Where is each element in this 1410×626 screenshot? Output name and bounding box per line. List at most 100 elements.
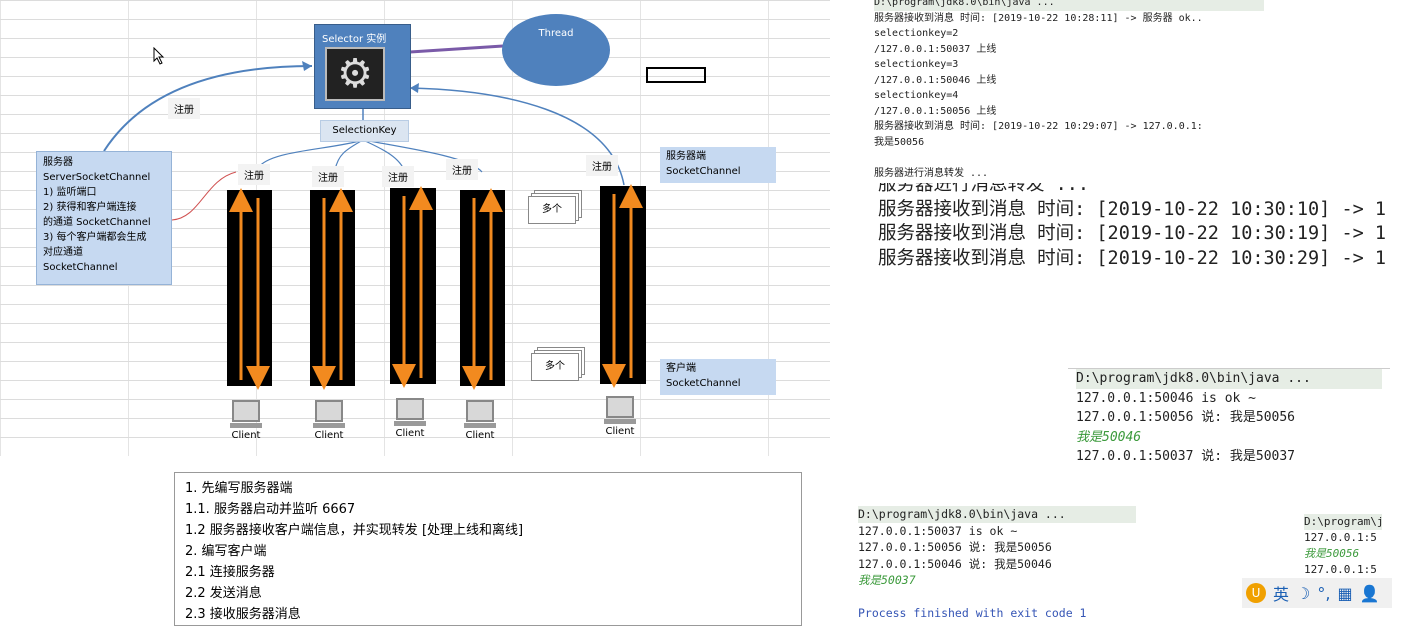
notes-box: 1. 先编写服务器端 1.1. 服务器启动并监听 6667 1.2 服务器接收客… (174, 472, 802, 626)
ime-toolbar[interactable]: U 英 ☽ °, ▦ 👤 (1242, 578, 1392, 608)
notes-line: 1. 先编写服务器端 (185, 481, 293, 496)
console-header: D:\program\jdk8.0\bin\java ... (874, 0, 1264, 11)
register-label: 注册 (312, 166, 344, 187)
server-socketchannel-label: 服务器端 SocketChannel (660, 147, 776, 183)
register-label: 注册 (446, 159, 478, 180)
client-side-line: SocketChannel (666, 378, 741, 389)
client-socketchannel-label: 客户端 SocketChannel (660, 359, 776, 395)
keyboard-icon[interactable]: ▦ (1337, 583, 1353, 603)
moon-icon[interactable]: ☽ (1296, 583, 1311, 603)
punctuation-icon[interactable]: °, (1317, 583, 1331, 603)
notes-line: 1.2 服务器接收客户端信息，并实现转发 [处理上线和离线] (185, 523, 524, 538)
console-line: 127.0.0.1:50056 说: 我是50056 (858, 540, 1052, 554)
notes-line: 2.2 发送消息 (185, 586, 262, 601)
console-line: 127.0.0.1:5 (1304, 531, 1377, 544)
console-line: 服务器进行消息转发 ... (874, 167, 989, 179)
thread-ellipse: Thread (502, 14, 610, 86)
console-input-line: 我是50037 (858, 573, 916, 587)
console-line: /127.0.0.1:50037 上线 (874, 43, 997, 55)
register-label: 注册 (382, 166, 414, 187)
console-line: 服务器接收到消息 时间: [2019-10-22 10:28:11] -> 服务… (874, 12, 1203, 24)
channel-column (310, 188, 355, 390)
client-computer: Client (460, 400, 500, 441)
console-line: selectionkey=4 (874, 90, 959, 101)
client-computer: Client (309, 400, 349, 441)
server-box-line: 对应通道 (43, 247, 83, 258)
channel-column (600, 184, 646, 388)
client-computer: Client (390, 398, 430, 439)
channel-columns (227, 184, 646, 390)
console-header: D:\program\jdk8.0\bin\java ... (858, 506, 1136, 523)
computer-icon (396, 398, 424, 420)
computer-icon (466, 400, 494, 422)
server-box-line: ServerSocketChannel (43, 172, 151, 183)
console-line: 服务器接收到消息 时间: [2019-10-22 10:30:10] -> 1 (878, 198, 1387, 220)
server-box-line: 的通道 SocketChannel (43, 217, 151, 228)
selector-box: Selector 实例 ⚙ (314, 24, 411, 109)
channel-column (390, 186, 436, 388)
client-label: Client (465, 430, 495, 441)
server-box-line: 2) 获得和客户端连接 (43, 202, 137, 213)
console-line: 127.0.0.1:50037 is ok ~ (858, 523, 1018, 538)
client-label: Client (231, 430, 261, 441)
many-label: 多个 (528, 196, 576, 224)
console-line: 127.0.0.1:50046 is ok ~ (1076, 390, 1257, 406)
computer-icon (606, 396, 634, 418)
client-computer: Client (226, 400, 266, 441)
console-line: 服务器接收到消息 时间: [2019-10-22 10:30:29] -> 1 (878, 247, 1387, 269)
notes-line: 2.3 接收服务器消息 (185, 607, 301, 622)
console-input-line: 我是50046 (1076, 429, 1142, 445)
computer-icon (315, 400, 343, 422)
many-docs-icon: 多个 (528, 196, 576, 224)
server-box-line: 1) 监听端口 (43, 187, 97, 198)
notes-line: 2.1 连接服务器 (185, 565, 275, 580)
console-exit-line: Process finished with exit code 1 (858, 606, 1087, 620)
computer-icon (232, 400, 260, 422)
console-line: 服务器接收到消息 时间: [2019-10-22 10:30:19] -> 1 (878, 223, 1387, 244)
server-box-line: 服务器 (43, 157, 73, 168)
console-line: 127.0.0.1:50056 说: 我是50056 (1076, 410, 1296, 425)
channel-column (460, 188, 505, 390)
console-line: selectionkey=2 (874, 28, 959, 39)
client-computer: Client (600, 396, 640, 437)
mouse-cursor-icon (153, 47, 165, 65)
client2-console-output: D:\program\jdk8.0\bin\java ... 127.0.0.1… (846, 506, 1148, 626)
register-label: 注册 (168, 98, 200, 119)
user-icon[interactable]: 👤 (1359, 583, 1380, 603)
register-label: 注册 (586, 155, 618, 176)
server-box-line: 3) 每个客户端都会生成 (43, 232, 147, 243)
server-console-output: D:\program\jdk8.0\bin\java ... 服务器接收到消息 … (868, 0, 1270, 180)
server-side-line: 服务器端 (666, 151, 706, 162)
notes-line: 2. 编写客户端 (185, 544, 267, 559)
notes-line: 1.1. 服务器启动并监听 6667 (185, 502, 356, 517)
console-line: 127.0.0.1:5 (1304, 563, 1377, 576)
console-header: D:\program\jdk8.0\bin\java ... (1076, 369, 1382, 389)
channel-column (227, 188, 272, 390)
register-label: 注册 (238, 164, 270, 185)
server-box-line: SocketChannel (43, 262, 118, 273)
console-line (874, 150, 1264, 166)
selection-key-box: SelectionKey (320, 120, 409, 142)
console-line: 服务器接收到消息 时间: [2019-10-22 10:29:07] -> 12… (874, 121, 1203, 132)
selector-title: Selector 实例 (322, 34, 387, 45)
console-line: /127.0.0.1:50056 上线 (874, 105, 997, 117)
client-label: Client (605, 426, 635, 437)
gear-icon: ⚙ (325, 47, 385, 101)
ime-logo-icon[interactable]: U (1246, 583, 1266, 603)
console-line: selectionkey=3 (874, 59, 959, 70)
console-line: /127.0.0.1:50046 上线 (874, 74, 997, 86)
ime-language-toggle[interactable]: 英 (1273, 585, 1290, 604)
console-line: 127.0.0.1:50046 说: 我是50046 (858, 556, 1052, 571)
many-label: 多个 (531, 353, 579, 381)
client-label: Client (314, 430, 344, 441)
thread-label: Thread (538, 28, 574, 39)
console-line: 127.0.0.1:50037 说: 我是50037 (1076, 449, 1296, 464)
console-input-line: 我是50056 (1304, 547, 1360, 560)
client-label: Client (395, 428, 425, 439)
console-line: 服务器进行消息转发 ... (878, 183, 1090, 195)
many-docs-icon: 多个 (531, 353, 579, 381)
client1-console-output: D:\program\jdk8.0\bin\java ... 127.0.0.1… (1068, 368, 1390, 468)
client-side-line: 客户端 (666, 363, 696, 374)
server-console-zoomed: 服务器进行消息转发 ... 服务器接收到消息 时间: [2019-10-22 1… (868, 183, 1390, 280)
console-line (858, 589, 1136, 606)
